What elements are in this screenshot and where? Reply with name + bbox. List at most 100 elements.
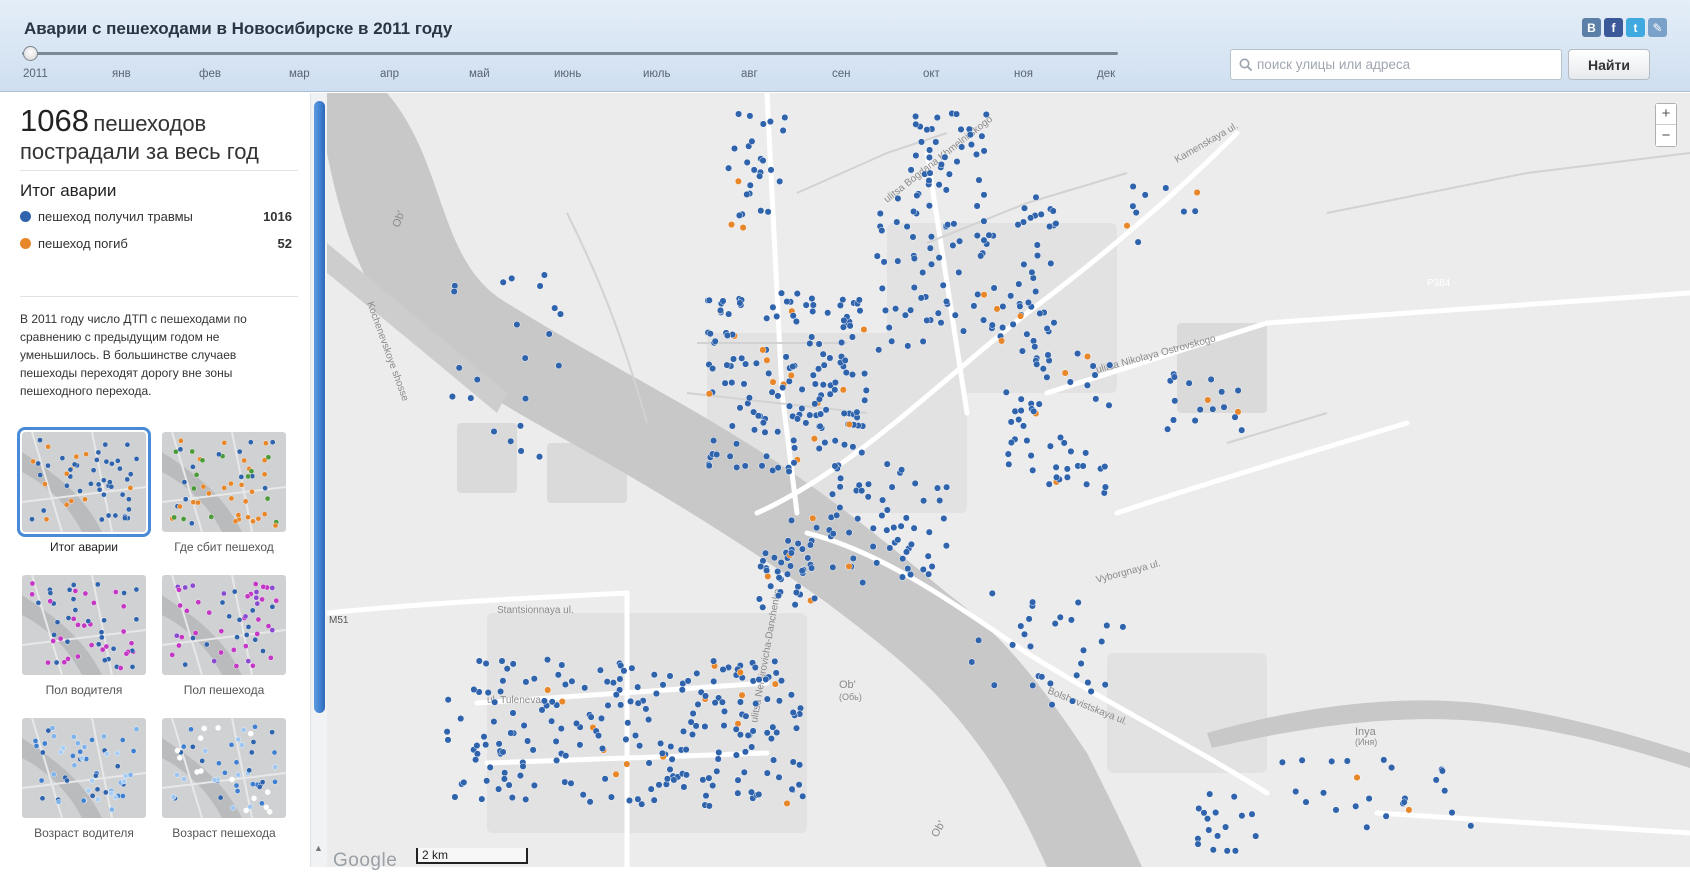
incident-marker[interactable] xyxy=(728,379,736,387)
incident-marker[interactable] xyxy=(1209,405,1217,413)
incident-marker[interactable] xyxy=(1205,826,1213,834)
incident-marker[interactable] xyxy=(959,327,968,335)
incident-marker[interactable] xyxy=(719,297,727,305)
incident-marker[interactable] xyxy=(910,283,918,292)
view-label-pedestrian-age[interactable]: Возраст пешехода xyxy=(172,826,276,840)
incident-marker[interactable] xyxy=(732,751,740,759)
incident-marker[interactable] xyxy=(1087,687,1095,695)
incident-marker[interactable] xyxy=(912,151,920,160)
incident-marker[interactable] xyxy=(1353,773,1361,782)
incident-marker[interactable] xyxy=(616,686,624,694)
incident-marker[interactable] xyxy=(988,321,996,329)
incident-marker[interactable] xyxy=(540,271,548,279)
incident-marker[interactable] xyxy=(885,324,893,332)
incident-marker[interactable] xyxy=(1195,804,1203,813)
incident-marker[interactable] xyxy=(1049,207,1057,215)
incident-marker[interactable] xyxy=(939,281,947,289)
view-thumb-outcome[interactable] xyxy=(17,427,151,537)
incident-marker[interactable] xyxy=(491,698,499,706)
incident-marker[interactable] xyxy=(735,110,743,118)
incident-marker[interactable] xyxy=(482,659,490,668)
incident-marker[interactable] xyxy=(766,118,774,126)
incident-marker[interactable] xyxy=(689,709,697,718)
incident-marker[interactable] xyxy=(820,361,828,369)
timeline-label[interactable]: янв xyxy=(112,68,131,80)
incident-marker[interactable] xyxy=(859,579,867,587)
incident-marker[interactable] xyxy=(1132,209,1140,217)
incident-marker[interactable] xyxy=(809,301,817,309)
incident-marker[interactable] xyxy=(763,729,771,737)
incident-marker[interactable] xyxy=(444,736,452,744)
incident-marker[interactable] xyxy=(975,176,983,184)
incident-marker[interactable] xyxy=(902,514,910,522)
incident-marker[interactable] xyxy=(763,566,771,575)
incident-marker[interactable] xyxy=(977,252,985,260)
incident-marker[interactable] xyxy=(763,356,771,364)
incident-marker[interactable] xyxy=(1083,381,1091,389)
incident-marker[interactable] xyxy=(522,678,530,686)
incident-marker[interactable] xyxy=(692,722,700,730)
incident-marker[interactable] xyxy=(1045,480,1053,488)
incident-marker[interactable] xyxy=(1134,238,1142,246)
incident-marker[interactable] xyxy=(923,126,931,134)
incident-marker[interactable] xyxy=(1352,802,1360,810)
incident-marker[interactable] xyxy=(785,402,794,410)
incident-marker[interactable] xyxy=(836,301,844,309)
incident-marker[interactable] xyxy=(499,278,507,286)
incident-marker[interactable] xyxy=(1171,397,1179,405)
incident-marker[interactable] xyxy=(612,691,620,699)
timeline-label[interactable]: сен xyxy=(832,68,851,80)
incident-marker[interactable] xyxy=(798,567,806,575)
incident-marker[interactable] xyxy=(982,110,990,119)
incident-marker[interactable] xyxy=(833,511,841,519)
incident-marker[interactable] xyxy=(1077,659,1085,668)
incident-marker[interactable] xyxy=(1170,373,1178,381)
incident-marker[interactable] xyxy=(503,665,511,673)
incident-marker[interactable] xyxy=(755,595,763,603)
facebook-icon[interactable]: f xyxy=(1604,18,1623,37)
incident-marker[interactable] xyxy=(509,660,517,668)
timeline-label[interactable]: мар xyxy=(289,68,310,80)
incident-marker[interactable] xyxy=(1432,776,1440,784)
incident-marker[interactable] xyxy=(831,386,839,394)
incident-marker[interactable] xyxy=(1032,193,1040,201)
incident-marker[interactable] xyxy=(473,750,481,758)
incident-marker[interactable] xyxy=(728,422,736,430)
incident-marker[interactable] xyxy=(980,191,988,199)
incident-marker[interactable] xyxy=(1218,388,1226,396)
incident-marker[interactable] xyxy=(919,565,927,574)
incident-marker[interactable] xyxy=(839,323,847,331)
incident-marker[interactable] xyxy=(798,404,806,413)
incident-marker[interactable] xyxy=(845,420,853,428)
incident-marker[interactable] xyxy=(980,147,988,155)
incident-marker[interactable] xyxy=(706,330,714,338)
incident-marker[interactable] xyxy=(1052,463,1060,471)
incident-marker[interactable] xyxy=(1063,465,1071,473)
incident-marker[interactable] xyxy=(1016,312,1025,320)
incident-marker[interactable] xyxy=(917,138,926,146)
incident-marker[interactable] xyxy=(1196,406,1204,414)
incident-marker[interactable] xyxy=(999,323,1007,332)
incident-marker[interactable] xyxy=(910,254,918,263)
incident-marker[interactable] xyxy=(548,717,556,725)
incident-marker[interactable] xyxy=(789,312,797,320)
incident-marker[interactable] xyxy=(767,582,775,590)
incident-marker[interactable] xyxy=(774,428,782,436)
incident-marker[interactable] xyxy=(789,362,797,371)
incident-marker[interactable] xyxy=(829,563,837,571)
incident-marker[interactable] xyxy=(529,746,537,754)
incident-marker[interactable] xyxy=(1023,437,1031,445)
incident-marker[interactable] xyxy=(910,207,918,216)
incident-marker[interactable] xyxy=(607,793,615,801)
incident-marker[interactable] xyxy=(520,721,528,730)
incident-marker[interactable] xyxy=(920,497,928,505)
incident-marker[interactable] xyxy=(769,378,777,386)
incident-marker[interactable] xyxy=(628,664,636,672)
incident-marker[interactable] xyxy=(779,384,787,392)
incident-marker[interactable] xyxy=(735,211,743,219)
incident-marker[interactable] xyxy=(809,371,817,379)
incident-marker[interactable] xyxy=(1105,401,1113,409)
incident-marker[interactable] xyxy=(894,536,902,544)
incident-marker[interactable] xyxy=(499,748,507,756)
timeline-label[interactable]: 2011 xyxy=(23,68,48,80)
